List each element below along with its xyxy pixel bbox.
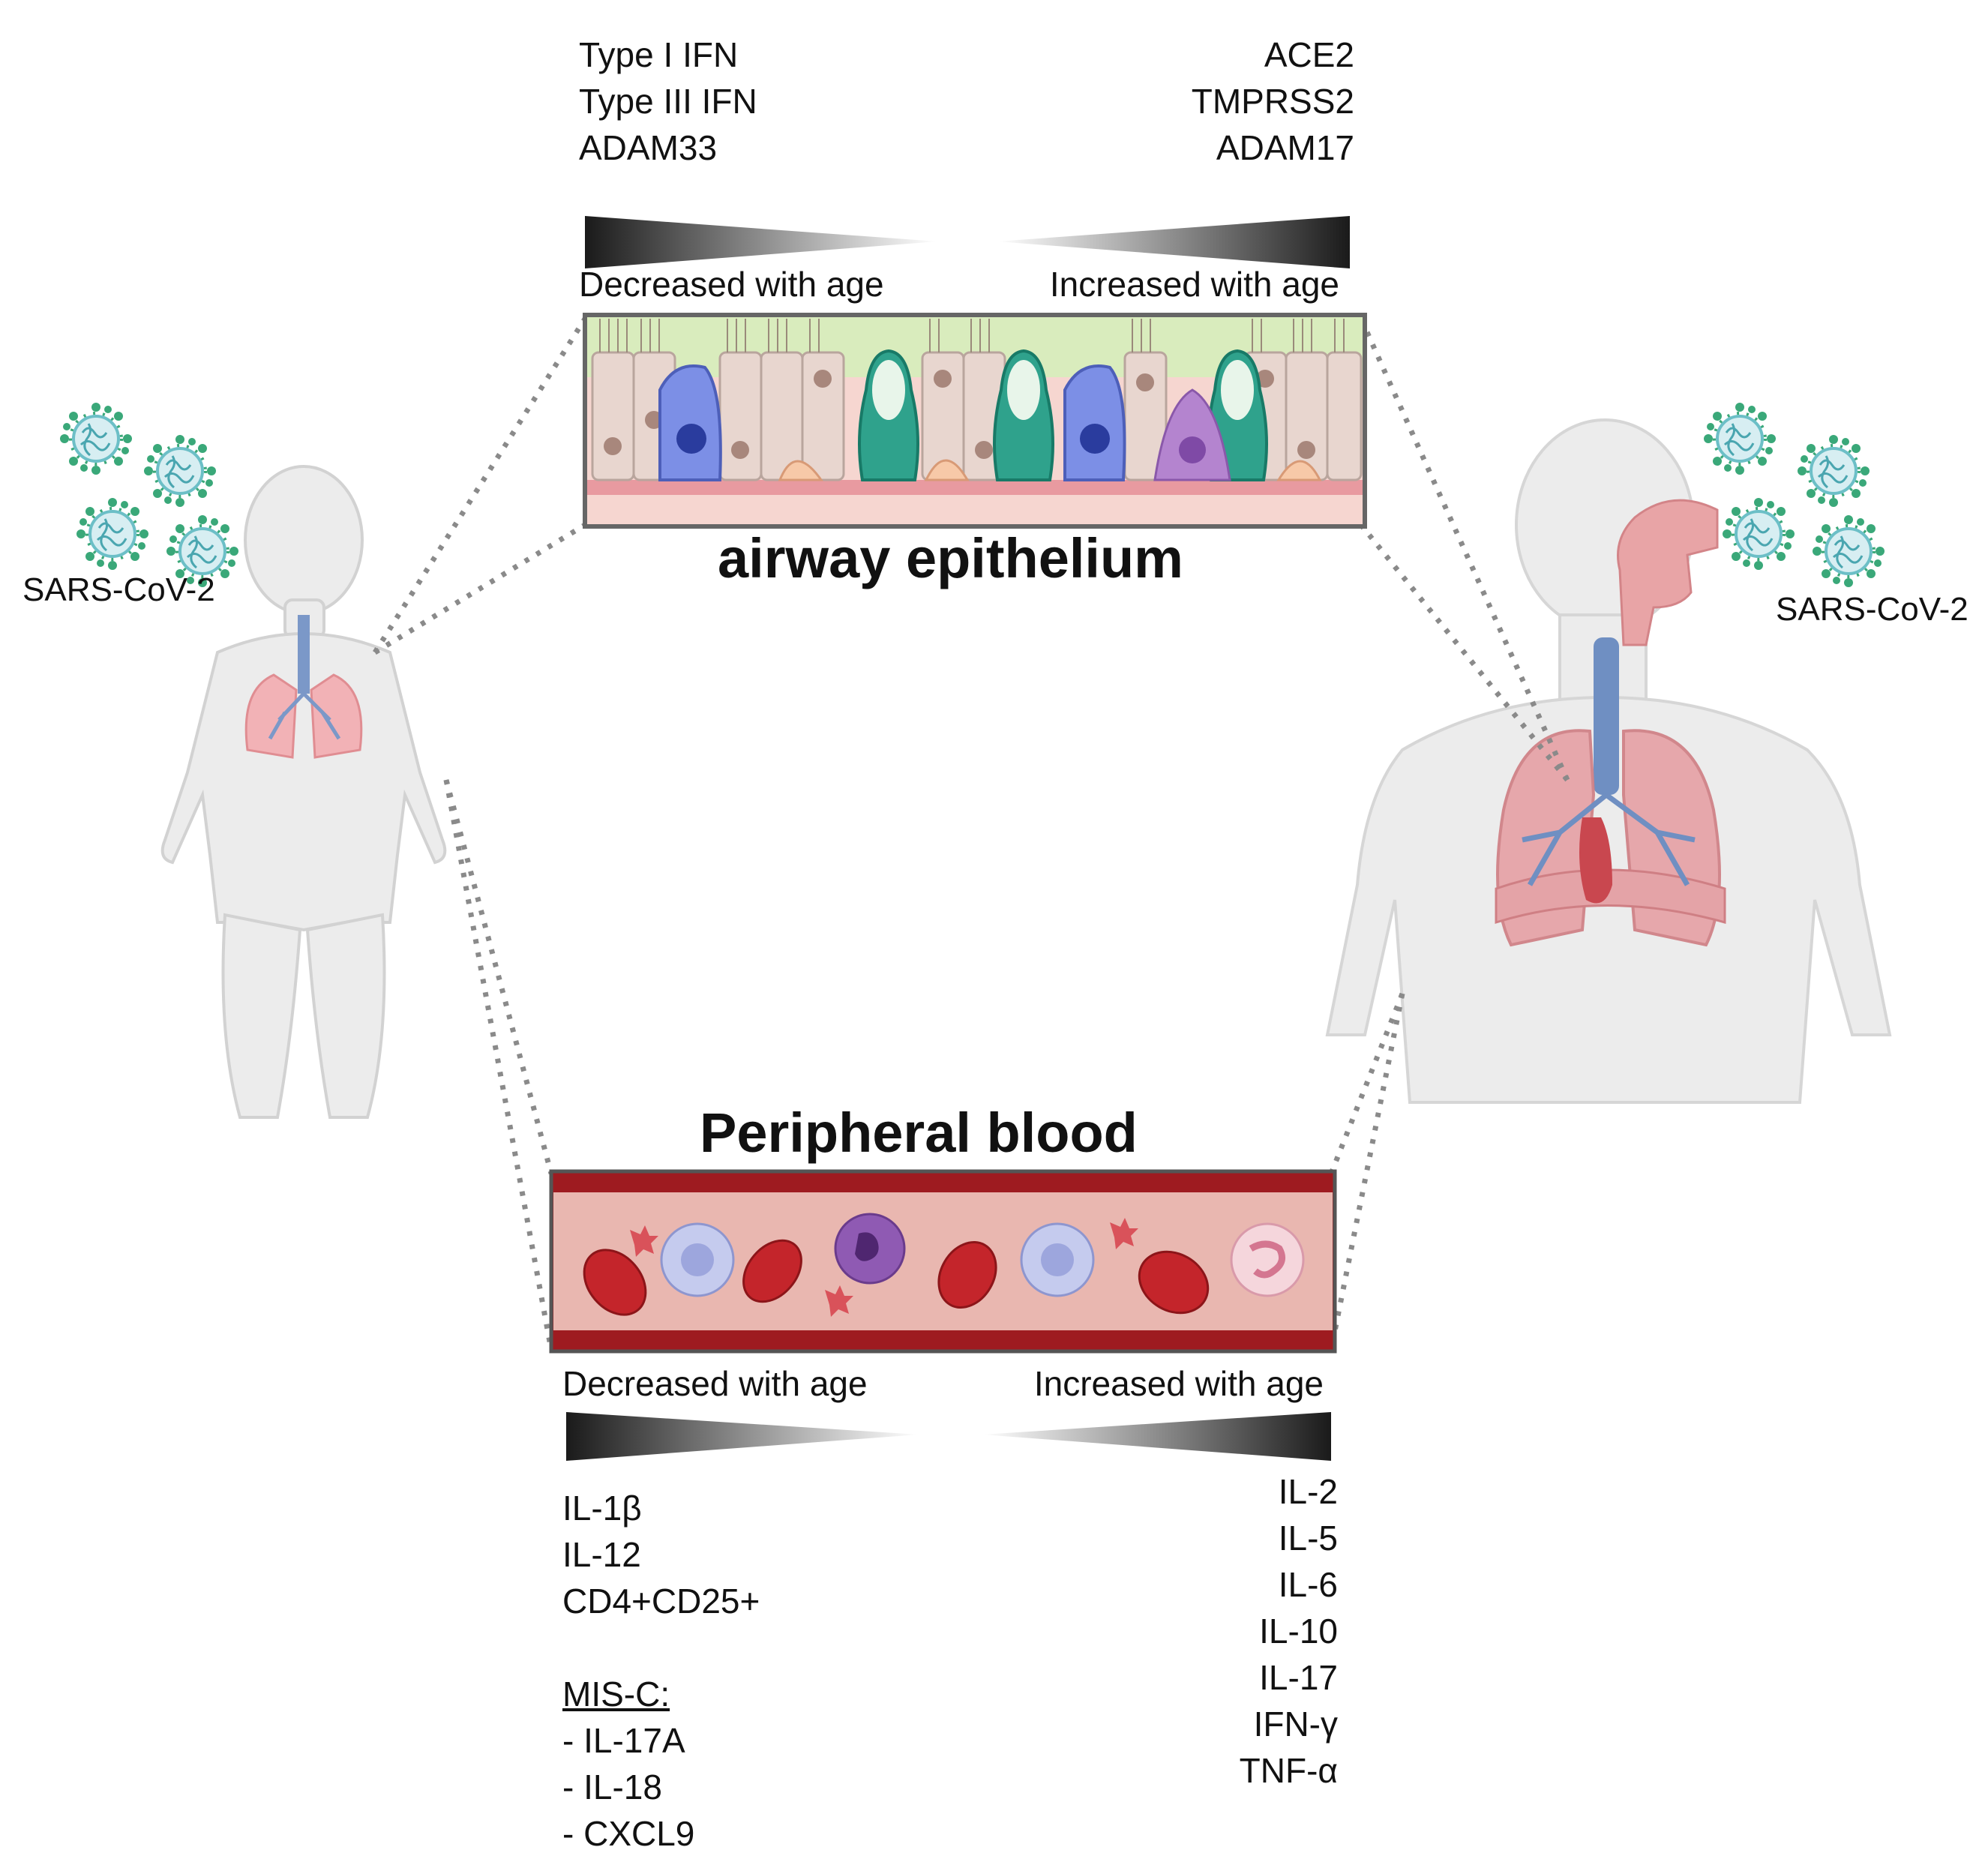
child-trachea	[298, 615, 310, 694]
blood-decreased-item: IL-12	[562, 1535, 641, 1574]
child-lungs	[244, 673, 363, 759]
blood-increased-item: IL-2	[1278, 1472, 1338, 1511]
red-blood-cell	[583, 1239, 1210, 1316]
airway-decreased-item: Type III IFN	[579, 82, 757, 121]
blood-decreased-list: IL-1β IL-12 CD4+CD25+ MIS-C: - IL-17A - …	[562, 1485, 760, 1857]
child-figure	[160, 465, 447, 1119]
virus-icon	[1721, 496, 1796, 571]
airway-decreased-label: Decreased with age	[579, 265, 884, 304]
peripheral-blood-title: Peripheral blood	[700, 1102, 1138, 1164]
airway-decreased-list: Type I IFN Type III IFN ADAM33	[579, 31, 757, 171]
blood-increased-label: Increased with age	[1033, 1364, 1324, 1403]
virus-icon	[75, 496, 150, 571]
blood-increased-item: IFN-γ	[1253, 1705, 1338, 1744]
zoom-connectors	[373, 317, 1570, 1351]
airway-increased-list: ACE2 TMPRSS2 ADAM17	[1192, 31, 1354, 171]
blood-increased-item: IL-5	[1278, 1519, 1338, 1558]
misc-item: - CXCL9	[562, 1814, 695, 1853]
airway-decreased-item: ADAM33	[579, 128, 718, 167]
airway-increased-item: TMPRSS2	[1191, 82, 1354, 121]
blood-decreased-label: Decreased with age	[562, 1364, 868, 1403]
virus-label-right: SARS-CoV-2	[1776, 591, 1969, 628]
ciliated-cell	[658, 364, 1126, 481]
blood-increased-item: TNF-α	[1239, 1751, 1338, 1790]
blood-decreased-item: IL-1β	[562, 1489, 642, 1528]
airway-increased-item: ACE2	[1264, 35, 1354, 74]
virus-icon	[1811, 514, 1886, 589]
misc-item: - IL-17A	[562, 1721, 685, 1760]
blood-vessel-panel	[549, 1169, 1337, 1354]
airway-decreased-wedge	[585, 216, 937, 268]
blood-increased-wedge	[982, 1412, 1331, 1461]
blood-decreased-wedge	[566, 1412, 919, 1461]
adult-airway	[1617, 499, 1719, 646]
airway-increased-wedge	[997, 216, 1350, 268]
blood-increased-item: IL-17	[1259, 1658, 1338, 1697]
blood-increased-list: IL-2 IL-5 IL-6 IL-10 IL-17 IFN-γ TNF-α	[1240, 1468, 1338, 1794]
adult-figure	[1325, 418, 1892, 1104]
virus-icon	[1796, 433, 1871, 508]
virus-icon	[142, 433, 217, 508]
virus-cluster-right	[1702, 401, 1886, 589]
virus-cluster-left	[58, 401, 240, 589]
airway-decreased-item: Type I IFN	[579, 35, 739, 74]
blood-increased-item: IL-6	[1278, 1565, 1338, 1604]
misc-heading: MIS-C:	[562, 1675, 670, 1714]
virus-icon	[58, 401, 133, 476]
airway-epithelium-panel	[583, 313, 1367, 529]
virus-icon	[1702, 401, 1777, 476]
neutrophil	[1230, 1222, 1305, 1297]
blood-decreased-item: CD4+CD25+	[562, 1582, 760, 1621]
brush-cell	[1153, 388, 1231, 481]
airway-increased-label: Increased with age	[1049, 265, 1339, 304]
airway-increased-item: ADAM17	[1216, 128, 1354, 167]
platelet	[630, 1218, 1138, 1317]
airway-epithelium-title: airway epithelium	[718, 527, 1183, 589]
basal-cell	[778, 459, 1322, 481]
blood-increased-item: IL-10	[1259, 1612, 1338, 1651]
adult-trachea	[1594, 637, 1619, 795]
misc-item: - IL-18	[562, 1768, 662, 1807]
virus-label-left: SARS-CoV-2	[22, 571, 215, 608]
